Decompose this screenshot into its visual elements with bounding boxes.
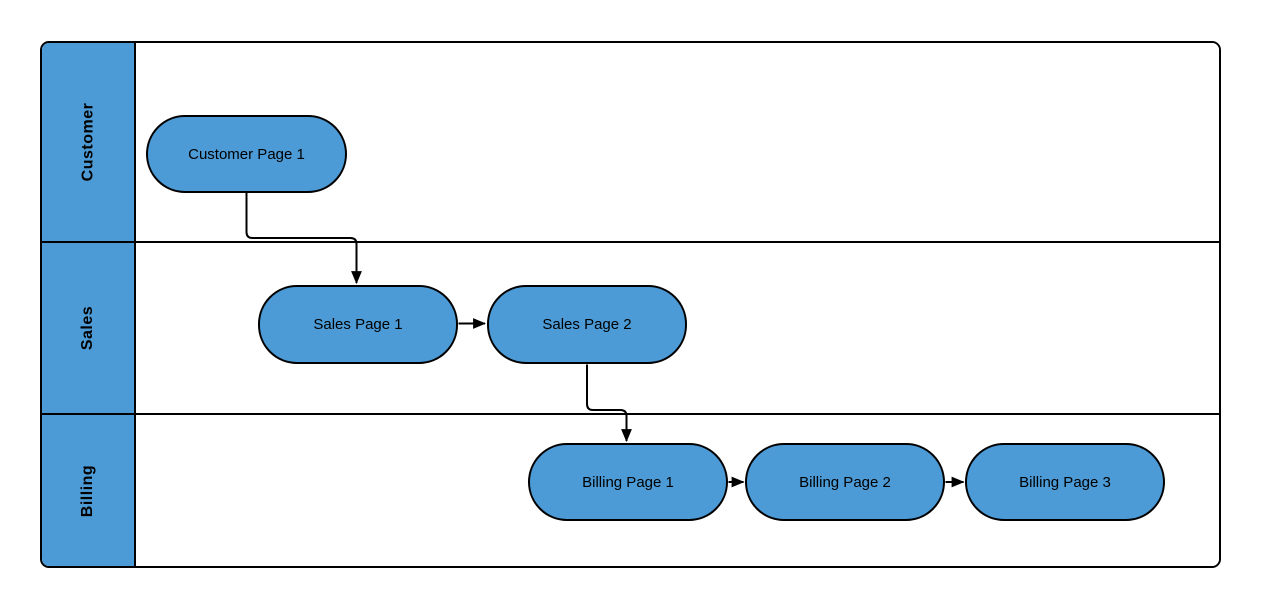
- swimlane-frame: Customer Sales Billing: [40, 41, 1221, 568]
- lane-header-billing[interactable]: Billing: [42, 415, 136, 566]
- lane-customer: Customer: [42, 43, 1219, 241]
- node-billing-page-3[interactable]: Billing Page 3: [965, 443, 1165, 521]
- node-customer-page-1[interactable]: Customer Page 1: [146, 115, 347, 193]
- lane-label-sales: Sales: [79, 305, 96, 351]
- node-label: Customer Page 1: [188, 145, 305, 163]
- node-sales-page-1[interactable]: Sales Page 1: [258, 285, 458, 364]
- lane-label-billing: Billing: [78, 464, 96, 517]
- node-label: Sales Page 1: [313, 316, 403, 333]
- node-label: Billing Page 3: [1019, 473, 1111, 491]
- node-label: Billing Page 1: [582, 473, 674, 491]
- lane-header-customer[interactable]: Customer: [42, 43, 136, 241]
- edge-sales2-to-billing1[interactable]: [586, 364, 632, 443]
- node-billing-page-1[interactable]: Billing Page 1: [528, 443, 728, 521]
- lane-header-sales[interactable]: Sales: [42, 243, 136, 413]
- lane-label-customer: Customer: [79, 102, 96, 182]
- node-label: Billing Page 2: [799, 473, 891, 491]
- node-label: Sales Page 2: [542, 316, 632, 333]
- node-billing-page-2[interactable]: Billing Page 2: [745, 443, 945, 521]
- edge-customer1-to-sales1[interactable]: [245, 193, 362, 285]
- node-sales-page-2[interactable]: Sales Page 2: [487, 285, 687, 364]
